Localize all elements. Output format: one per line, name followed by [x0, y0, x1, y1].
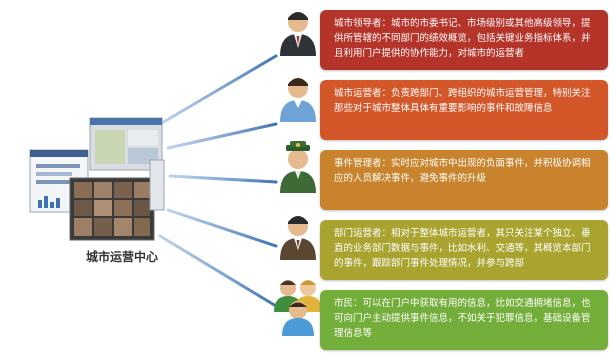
- role-box-leader: 城市领导者：城市的市委书记、市场级别或其他高级领导，提供所管辖的不同部门的绩效概…: [320, 10, 608, 70]
- hub-screens-graphic: [29, 117, 165, 241]
- person-shirt-icon: [280, 78, 316, 122]
- officer-icon: [280, 141, 316, 193]
- role-text-operator: 城市运营者：负责跨部门、跨组织的城市运营管理，特别关注那些对于城市整体具体有重要…: [334, 88, 591, 114]
- group-icon: [274, 280, 322, 336]
- role-text-event: 事件管理者：实时应对城市中出现的负面事件，并积极协调相应的人员解决事件，避免事件…: [334, 158, 591, 184]
- role-box-event: 事件管理者：实时应对城市中出现的负面事件，并积极协调相应的人员解决事件，避免事件…: [320, 150, 608, 210]
- role-box-dept: 部门运营者：相对于整体城市运营者，其只关注某个独立、垂直的业务部门数据与事件，比…: [320, 220, 608, 280]
- role-text-leader: 城市领导者：城市的市委书记、市场级别或其他高级领导，提供所管辖的不同部门的绩效概…: [334, 18, 591, 59]
- role-text-dept: 部门运营者：相对于整体城市运营者，其只关注某个独立、垂直的业务部门数据与事件，比…: [334, 228, 591, 269]
- role-box-citizen: 市民：可以在门户中获取有用的信息，比如交通拥堵信息，也可向门户主动提供事件信息，…: [320, 290, 608, 350]
- connector-leader: [158, 54, 278, 126]
- person-suit-icon: [280, 216, 316, 260]
- role-box-operator: 城市运营者：负责跨部门、跨组织的城市运营管理，特别关注那些对于城市整体具体有重要…: [320, 80, 608, 140]
- connector-dept: [166, 208, 278, 248]
- connector-event: [168, 174, 278, 184]
- hub-label: 城市运营中心: [85, 250, 158, 264]
- person-suit-icon: [280, 12, 316, 56]
- connector-lines: [158, 54, 278, 308]
- connector-operator: [166, 122, 278, 150]
- role-text-citizen: 市民：可以在门户中获取有用的信息，比如交通拥堵信息，也可向门户主动提供事件信息，…: [334, 298, 591, 339]
- connector-citizen: [158, 234, 278, 308]
